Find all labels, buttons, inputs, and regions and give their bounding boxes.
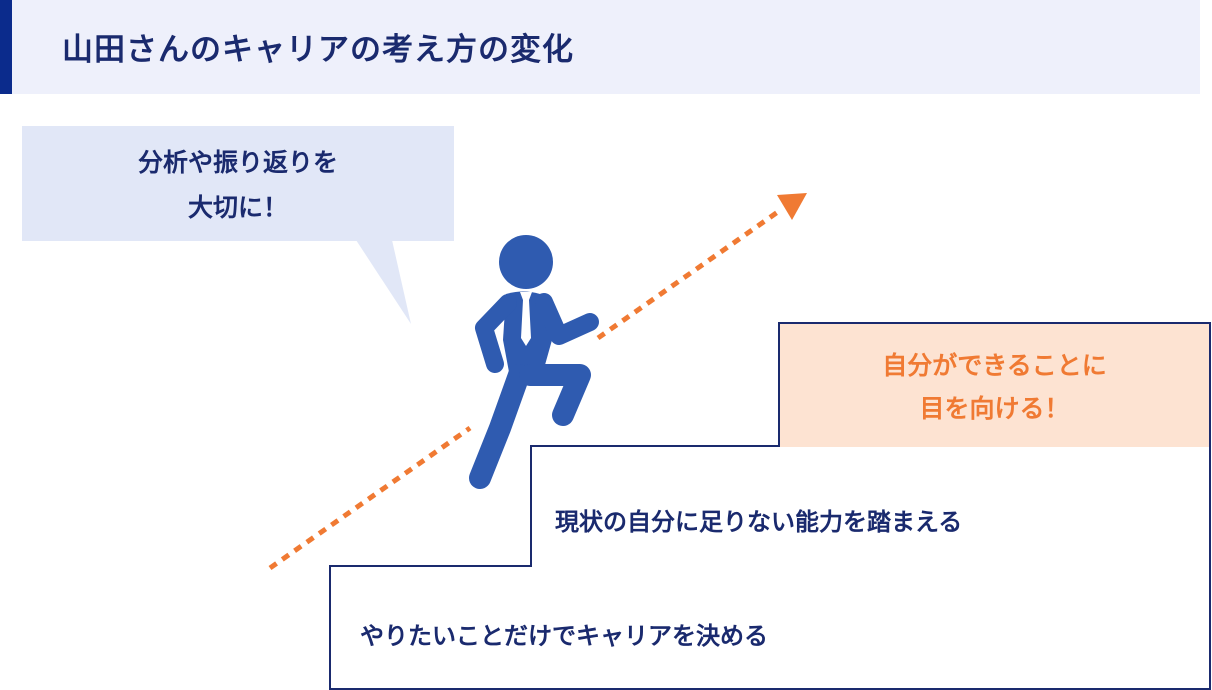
staircase-outline xyxy=(329,322,1211,690)
step-2-label: 現状の自分に足りない能力を踏まえる xyxy=(555,508,963,536)
top-step-highlight xyxy=(780,323,1210,447)
speech-bubble xyxy=(22,126,454,324)
speech-bubble-line-1: 分析や振り返りを xyxy=(137,148,338,177)
header-accent-bar xyxy=(0,0,12,94)
speech-bubble-tail xyxy=(356,240,411,324)
climbing-person-icon xyxy=(469,235,599,489)
top-step-label: 自分ができることに 目を向ける！ xyxy=(779,344,1210,430)
page-title: 山田さんのキャリアの考え方の変化 xyxy=(62,32,574,68)
speech-bubble-line-2: 大切に！ xyxy=(187,193,288,222)
arrow-head xyxy=(777,193,807,220)
top-step-line-1: 自分ができることに xyxy=(882,351,1107,380)
header-banner xyxy=(0,0,1200,94)
step-1-label: やりたいことだけでキャリアを決める xyxy=(360,622,768,650)
speech-bubble-text: 分析や振り返りを 大切に！ xyxy=(22,140,454,230)
top-step-line-2: 目を向ける！ xyxy=(919,394,1070,423)
dotted-arrow-icon xyxy=(268,193,807,571)
